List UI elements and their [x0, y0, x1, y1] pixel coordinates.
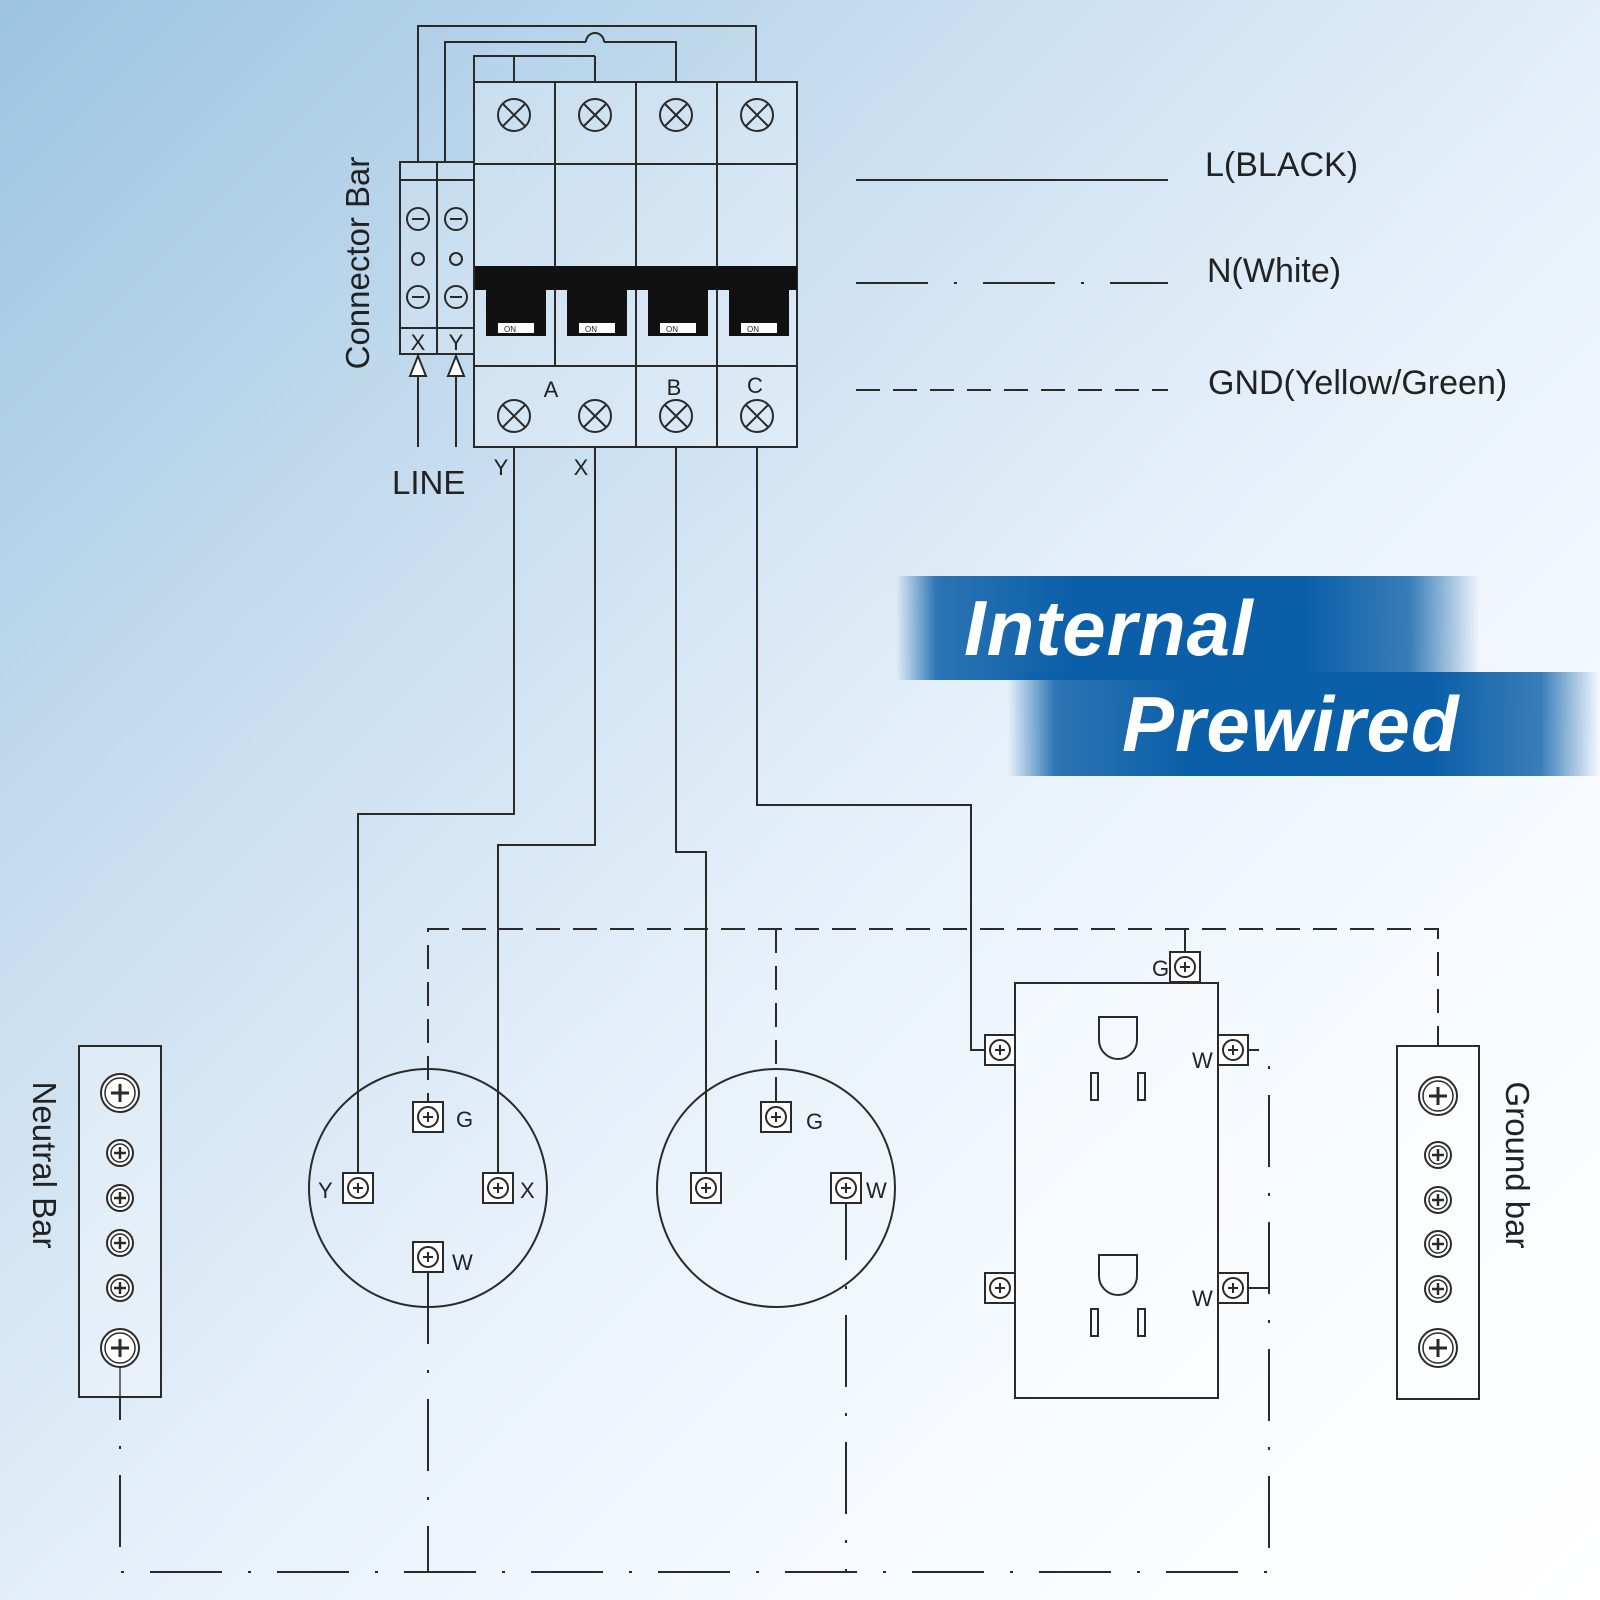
connector-bar [399, 161, 475, 447]
legend-ground-label: GND(Yellow/Green) [1208, 364, 1507, 402]
neutral-bar [78, 1045, 162, 1398]
legend: L(BLACK) N(White) GND(Yellow/Green) [856, 146, 1507, 402]
connector-bar-x-label: X [411, 330, 426, 355]
receptacle-x-terminal [482, 1172, 514, 1204]
outlet-neutral-terminal [1217, 1034, 1249, 1066]
connector-bar-y-label: Y [449, 330, 464, 355]
outlet-g-label: G [1152, 956, 1169, 981]
receptacle2-g-label: G [806, 1109, 823, 1134]
banner-prewired: Prewired [1008, 672, 1600, 776]
outlet-hot-terminal [984, 1034, 1016, 1066]
outlet-hot-terminal [984, 1272, 1016, 1304]
breaker-on-label: ON [585, 325, 597, 334]
breaker-label-b: B [667, 375, 682, 400]
legend-neutral-label: N(White) [1207, 252, 1341, 290]
outlet-ground-terminal [1169, 951, 1201, 983]
legend-line-label: L(BLACK) [1205, 146, 1358, 184]
breaker-on-label: ON [504, 325, 516, 334]
receptacle-hot-terminal [690, 1172, 722, 1204]
connector-bar-label: Connector Bar [339, 157, 376, 370]
receptacle1-w-label: W [452, 1250, 473, 1275]
breaker-on-label: ON [666, 325, 678, 334]
outlet-w-label-top: W [1192, 1048, 1213, 1073]
breaker-label-a: A [544, 377, 559, 402]
neutral-bar-label: Neutral Bar [26, 1082, 63, 1249]
receptacle1-g-label: G [456, 1107, 473, 1132]
banner-prewired-text: Prewired [1122, 679, 1460, 768]
breaker-output-y-label: Y [494, 455, 509, 480]
banner-internal: Internal [896, 576, 1480, 680]
receptacle2-w-label: W [866, 1178, 887, 1203]
breaker-panel [417, 25, 798, 448]
receptacle1-y-label: Y [318, 1178, 333, 1203]
banner-internal-text: Internal [964, 583, 1254, 672]
receptacle-3wire [656, 1068, 896, 1308]
receptacle-ground-terminal [760, 1101, 792, 1133]
receptacle-y-terminal [342, 1172, 374, 1204]
breaker-output-x-label: X [574, 455, 589, 480]
hot-wires [357, 447, 985, 1188]
outlet-neutral-terminal [1217, 1272, 1249, 1304]
breaker-on-label: ON [747, 325, 759, 334]
receptacle-neutral-terminal [412, 1241, 444, 1273]
ground-bar [1396, 1045, 1480, 1400]
outlet-w-label-bottom: W [1192, 1286, 1213, 1311]
receptacle-ground-terminal [412, 1101, 444, 1133]
receptacle-4wire [308, 1068, 548, 1308]
ground-bar-label: Ground bar [1499, 1082, 1536, 1249]
duplex-outlet [1014, 982, 1219, 1399]
line-label: LINE [392, 464, 465, 501]
receptacle1-x-label: X [520, 1178, 535, 1203]
ground-wires [427, 928, 1439, 1117]
neutral-wires [119, 1049, 1270, 1573]
breaker-label-c: C [747, 373, 763, 398]
receptacle-neutral-terminal [830, 1172, 862, 1204]
